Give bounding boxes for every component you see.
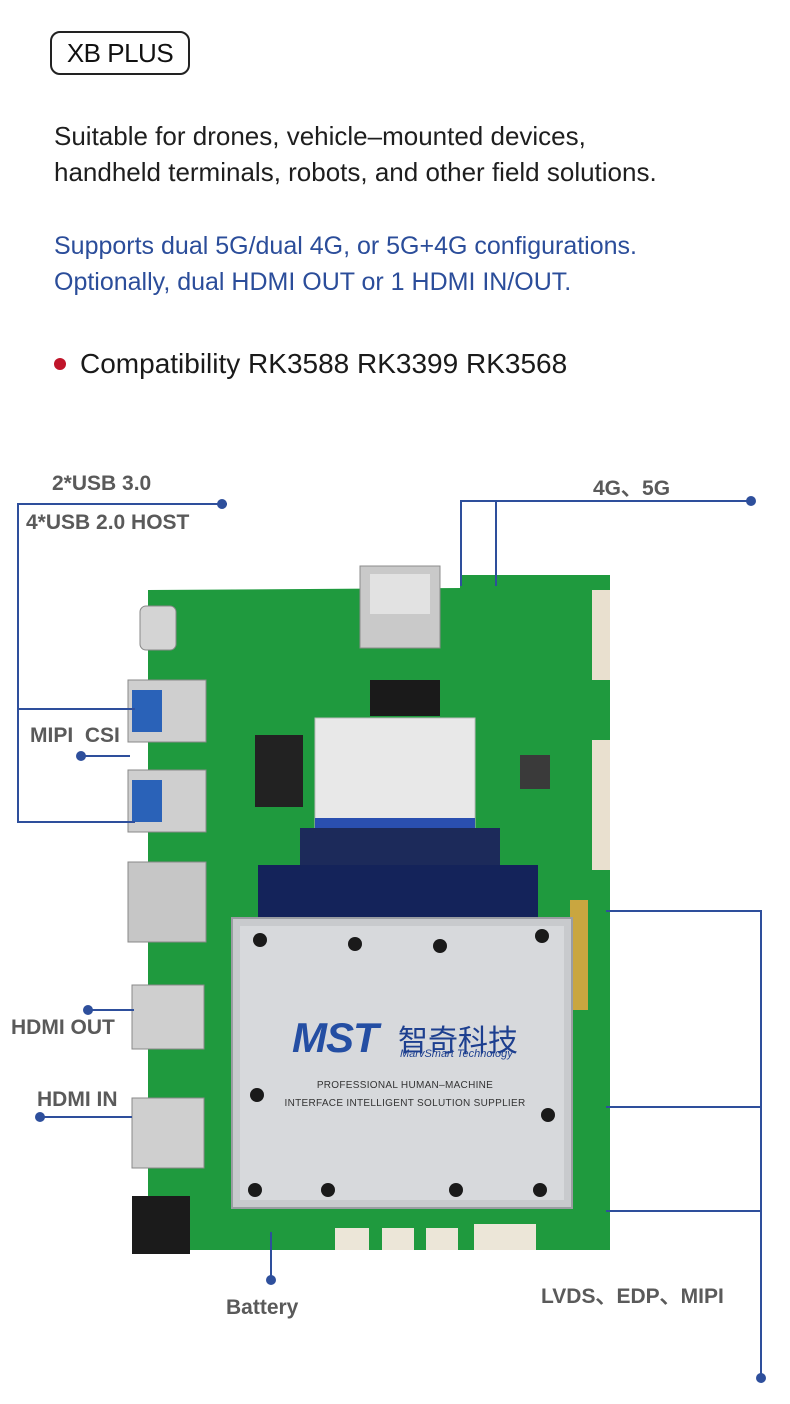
configuration-highlight: Supports dual 5G/dual 4G, or 5G+4G confi… (54, 228, 637, 300)
side-connector-2 (592, 740, 610, 870)
label-mipi-csi: MIPI CSI (30, 724, 120, 747)
label-cellular: 4G、5G (593, 477, 671, 500)
board-logo: MST (292, 1014, 379, 1061)
display-callout-line-3 (606, 1210, 762, 1212)
product-description: Suitable for drones, vehicle–mounted dev… (54, 118, 657, 190)
hdmi-in-callout-dot (35, 1112, 45, 1122)
bottom-connector-3 (426, 1228, 458, 1250)
board-tagline-2: INTERFACE INTELLIGENT SOLUTION SUPPLIER (284, 1098, 526, 1109)
inductor-4r7 (520, 755, 550, 789)
cellular-callout-dot (746, 496, 756, 506)
usb-port-2-tongue (132, 780, 162, 822)
label-hdmi-in: HDMI IN (37, 1088, 118, 1111)
product-badge: XB PLUS (50, 31, 190, 75)
bullet-icon (54, 358, 66, 370)
ribbon-connector (300, 828, 500, 868)
usb-callout-line-mid (17, 708, 135, 710)
bottom-connector-1 (335, 1228, 369, 1250)
hdmi-in-port (131, 1097, 205, 1169)
usb-callout-dot (217, 499, 227, 509)
dc-jack (132, 1196, 190, 1254)
usbc-port (139, 605, 177, 651)
hdmi-out-callout-dot (83, 1005, 93, 1015)
chip-1 (255, 735, 303, 807)
usb-port-1-tongue (132, 690, 162, 732)
cellular-callout-line-1 (460, 500, 462, 586)
label-display: LVDS、EDP、MIPI (541, 1285, 724, 1308)
battery-callout-line (270, 1232, 272, 1280)
mipi-callout-line (80, 755, 130, 757)
description-line-1: Suitable for drones, vehicle–mounted dev… (54, 121, 586, 151)
label-usb2: 4*USB 2.0 HOST (26, 511, 190, 534)
usb-callout-line-bottom (17, 821, 135, 823)
board-logo-cn: 智奇科技 (398, 1025, 518, 1058)
compatibility-text: Compatibility RK3588 RK3399 RK3568 (80, 348, 568, 379)
som-module (258, 865, 538, 925)
mipi-callout-dot (76, 751, 86, 761)
heat-sink-screws (248, 929, 555, 1197)
compatibility-row: Compatibility RK3588 RK3399 RK3568 (54, 348, 567, 380)
display-callout-line-vertical (760, 910, 762, 1376)
display-callout-line-1 (606, 910, 762, 912)
heat-sink-face (240, 926, 564, 1200)
board-logo-en: MarvSmart Technology (400, 1048, 513, 1060)
pin-header (570, 900, 588, 1010)
chip-2 (370, 680, 440, 716)
board-tagline-1: PROFESSIONAL HUMAN–MACHINE (316, 1080, 494, 1091)
usb-callout-line-left (17, 503, 19, 823)
hdmi-out-callout-line (88, 1009, 134, 1011)
display-callout-dot (756, 1373, 766, 1383)
label-battery: Battery (226, 1296, 299, 1319)
bottom-connector-4 (474, 1224, 536, 1250)
ethernet-port-side (127, 861, 207, 943)
ribbon-cable (314, 717, 476, 829)
cellular-callout-line-top (460, 500, 752, 502)
bottom-connector-2 (382, 1228, 414, 1250)
highlight-line-1: Supports dual 5G/dual 4G, or 5G+4G confi… (54, 232, 637, 260)
battery-callout-dot (266, 1275, 276, 1285)
ethernet-port-top-inner (370, 574, 430, 614)
description-line-2: handheld terminals, robots, and other fi… (54, 157, 657, 187)
hdmi-out-port (131, 984, 205, 1050)
ribbon-cable-stripe (315, 818, 475, 830)
usb-callout-line-top (17, 503, 227, 505)
side-connector-1 (592, 590, 610, 680)
cellular-callout-line-2 (495, 500, 497, 586)
display-callout-line-2 (606, 1106, 762, 1108)
label-usb3: 2*USB 3.0 (52, 472, 152, 495)
hdmi-in-callout-line (40, 1116, 132, 1118)
label-hdmi-out: HDMI OUT (11, 1016, 115, 1039)
product-badge-label: XB PLUS (66, 37, 174, 68)
highlight-line-2: Optionally, dual HDMI OUT or 1 HDMI IN/O… (54, 268, 572, 296)
